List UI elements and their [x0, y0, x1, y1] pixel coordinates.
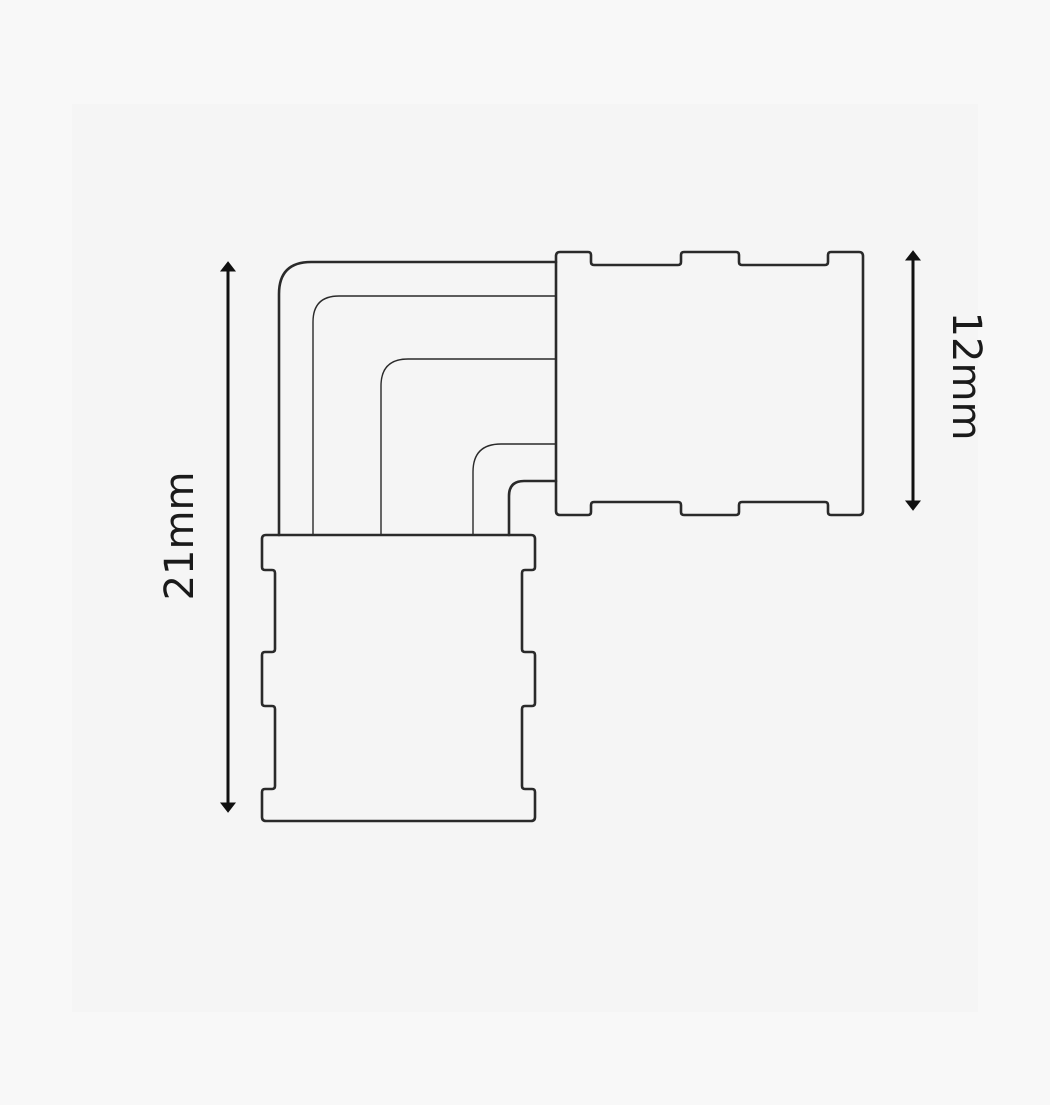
- wire-2: [312, 295, 557, 536]
- dimension-label-width: 12mm: [943, 311, 989, 441]
- wire-bundle: [277, 260, 558, 537]
- dimension-label-height: 21mm: [157, 471, 203, 601]
- bottom-clip-connector: [260, 533, 537, 823]
- wire-3: [380, 358, 557, 536]
- dimension-arrow-21mm: [219, 261, 237, 813]
- dimension-arrow-12mm: [904, 250, 922, 511]
- wire-inner: [507, 479, 558, 537]
- wire-4: [472, 443, 557, 536]
- right-clip-connector: [554, 250, 865, 517]
- wire-outer: [277, 260, 558, 537]
